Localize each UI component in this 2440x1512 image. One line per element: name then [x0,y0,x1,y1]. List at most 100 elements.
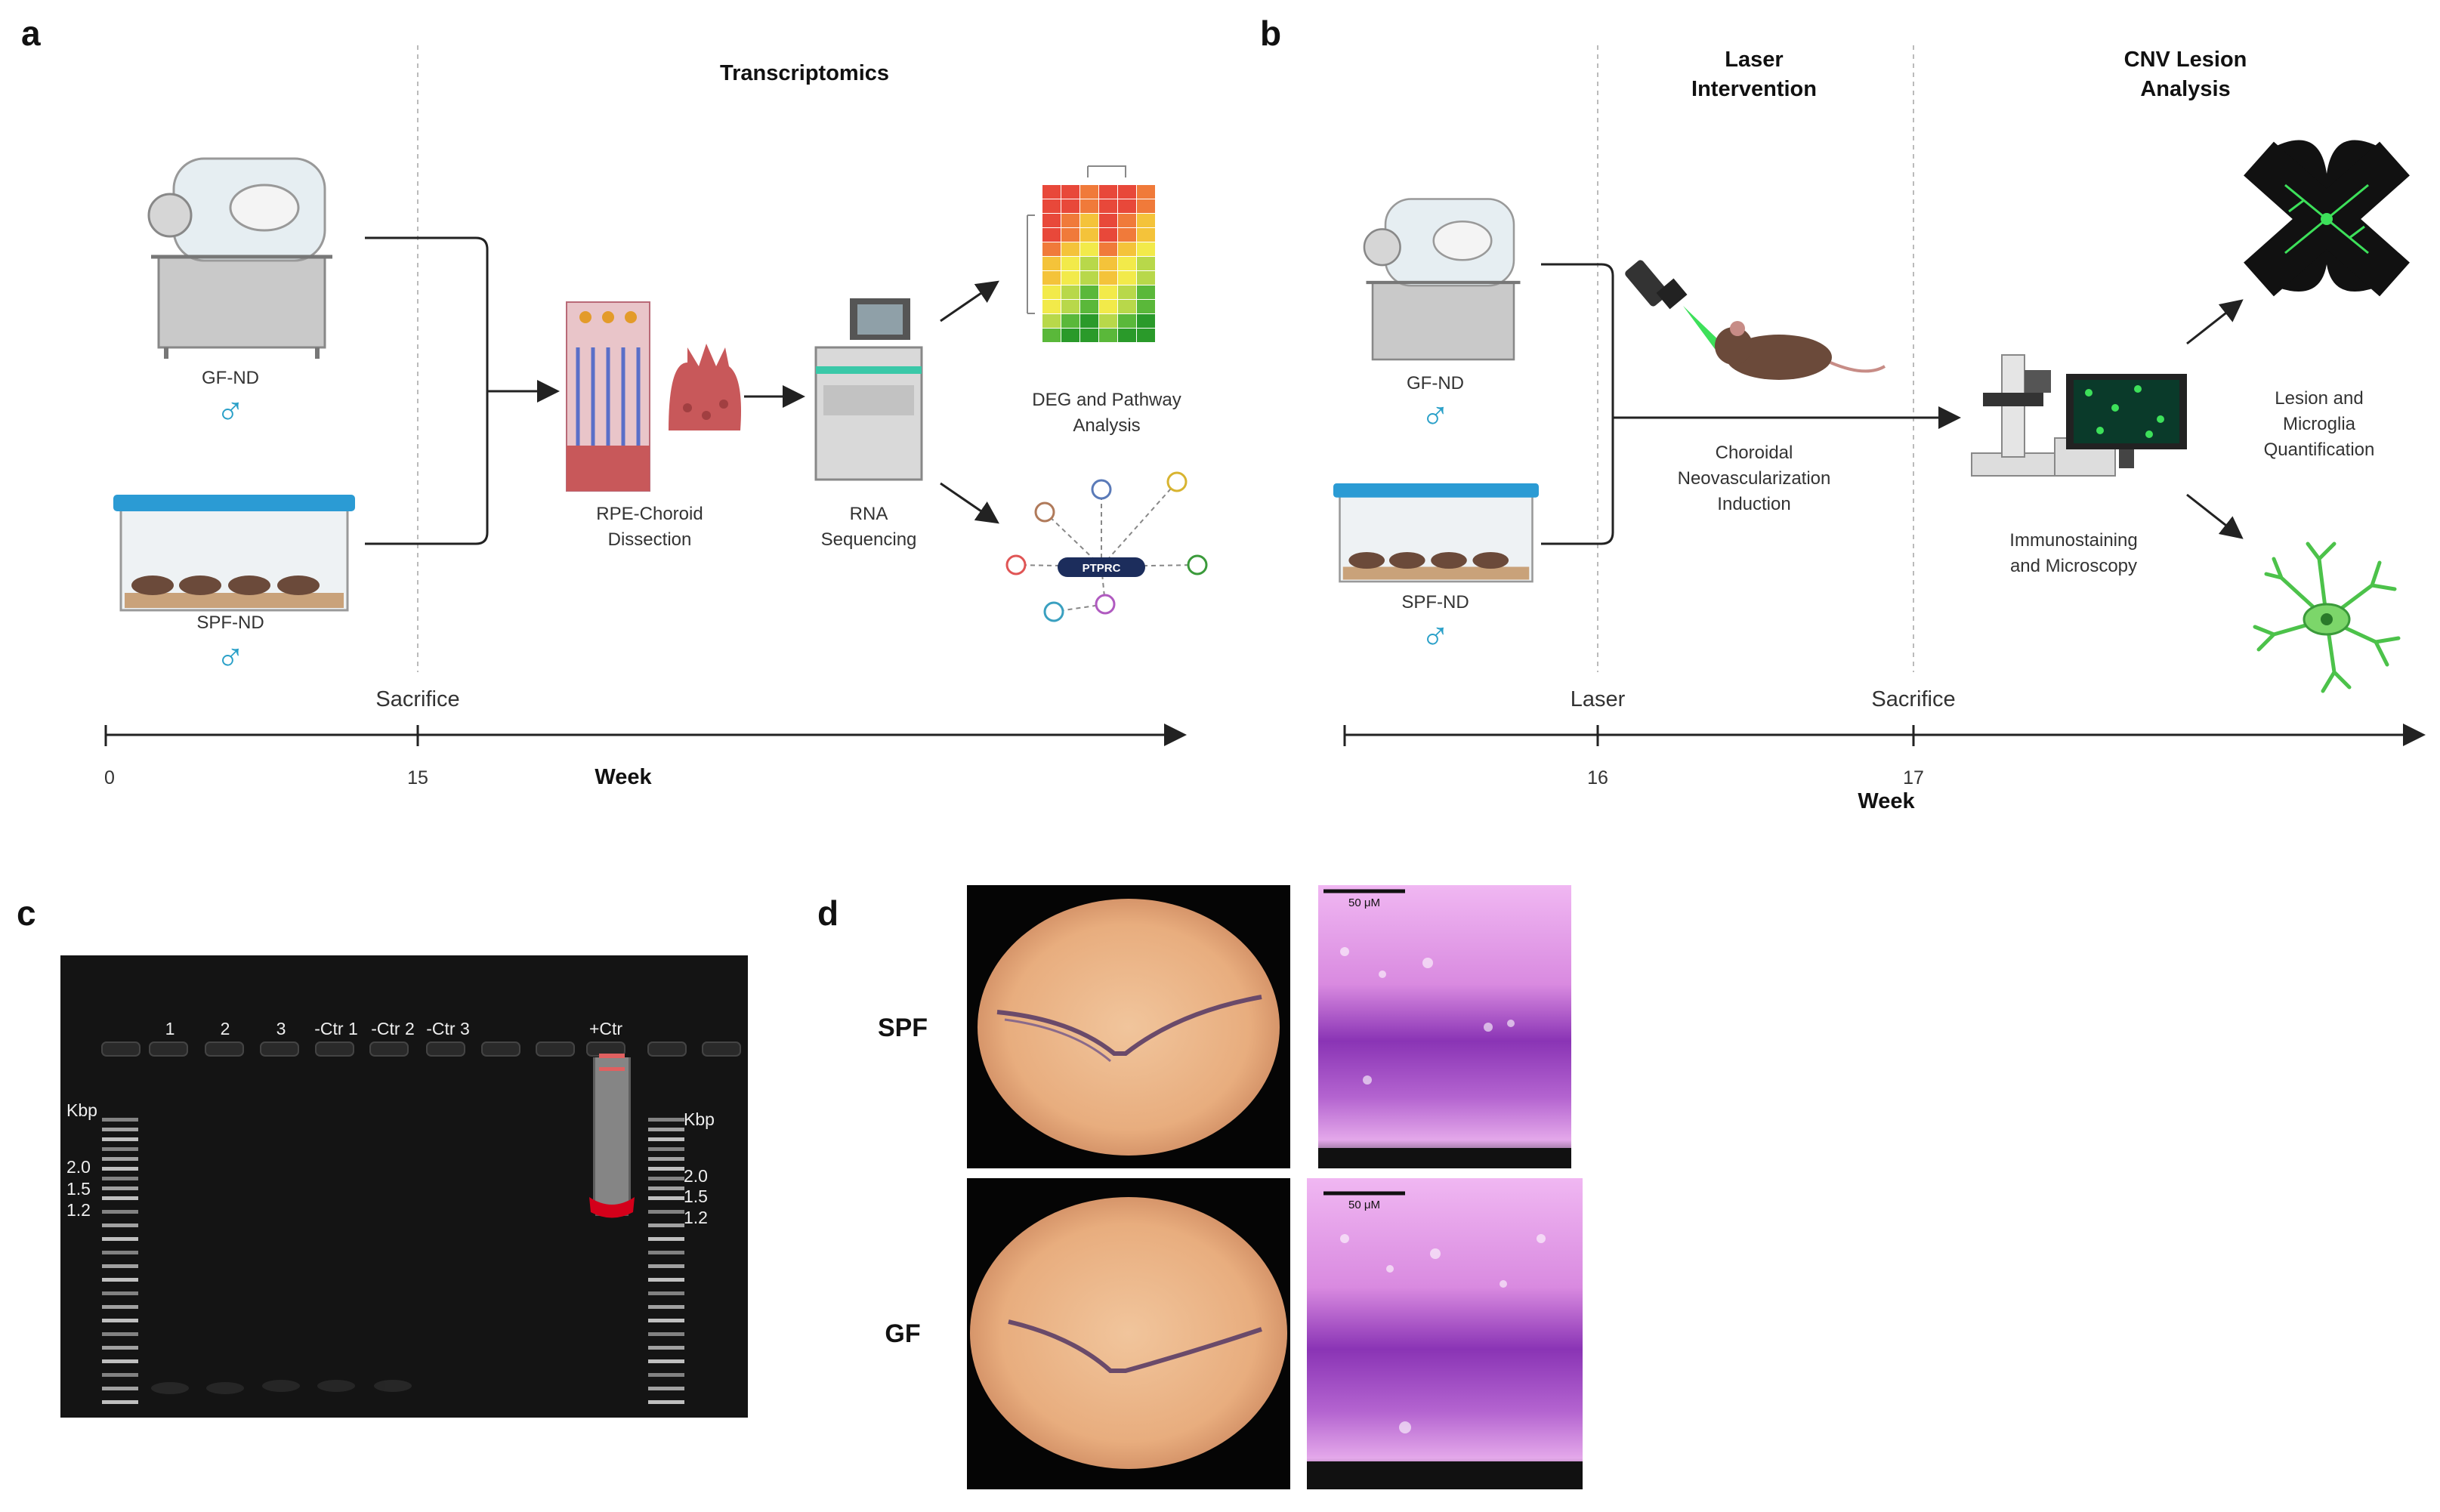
heatmap-cell [1137,199,1155,213]
heatmap-cell [1061,185,1079,199]
spf-he-image: 50 μM [1318,885,1571,1168]
heatmap-cell [1118,314,1136,328]
heatmap-cell [1137,214,1155,227]
lane-label-pos-ctr: +Ctr [589,1019,622,1038]
heatmap-cell [1042,285,1061,299]
heatmap-cell [1118,242,1136,256]
timeline-b-unit: Week [1858,789,1915,813]
ladder-band [648,1359,684,1363]
gel-image [60,955,748,1418]
heatmap-cell [1042,329,1061,342]
heatmap-cell [1061,199,1079,213]
arrow-to-microglia [2186,493,2244,539]
ladder-band [648,1237,684,1241]
ladder-band [648,1157,684,1161]
quant-line2: Microglia [2283,414,2356,434]
timeline-a-label-15: 15 [407,767,428,788]
heatmap-cell [1137,329,1155,342]
lane-label-1: 1 [165,1019,175,1038]
timeline-b-label-17: 17 [1903,767,1924,788]
panel-letter-b: b [1260,14,1281,53]
ladder-band [648,1264,684,1268]
ladder-mark-left-1-5: 1.5 [66,1179,91,1199]
ladder-mark-right-1-2: 1.2 [684,1208,708,1227]
heatmap-cell [1042,271,1061,285]
ladder-band [648,1278,684,1282]
heatmap-cell [1137,271,1155,285]
row-label-gf: GF [885,1319,920,1348]
heatmap-cell [1118,228,1136,242]
ladder-band [102,1291,138,1295]
heatmap-cell [1118,285,1136,299]
positive-control-lane [589,1054,635,1218]
ladder-band [102,1251,138,1254]
ladder-band [102,1332,138,1336]
ladder-band [648,1186,684,1190]
lane-label-neg-ctr2: -Ctr 2 [371,1019,415,1038]
lane-label-neg-ctr1: -Ctr 1 [314,1019,358,1038]
heatmap-cell [1080,199,1098,213]
ladder-band [648,1128,684,1131]
timeline-b-label-16: 16 [1587,767,1608,788]
heatmap-cell [1042,185,1061,199]
heatmap-cell [1080,314,1098,328]
heatmap-cell [1061,257,1079,270]
isolator-icon [147,157,332,359]
gf-lowmag-image [967,1178,1290,1489]
ladder-band [648,1223,684,1227]
ladder-band [648,1167,684,1171]
b-male-symbol-spf: ♂ [1421,615,1450,659]
heatmap-cell [1099,242,1117,256]
mouse-icon [1715,321,1886,380]
lane-label-3: 3 [276,1019,286,1038]
induction-line1: Choroidal [1716,443,1793,463]
induction-line2: Neovascularization [1678,468,1831,489]
ladder-mark-left-2-0: 2.0 [66,1157,91,1177]
ladder-band [102,1264,138,1268]
microscope-icon [1971,354,2187,477]
heatmap-cell [1061,329,1079,342]
ladder-unit-right: Kbp [684,1109,715,1129]
panel-letter-d: d [817,893,839,933]
heatmap-icon [1027,165,1155,342]
ladder-band [102,1387,138,1390]
heatmap-cell [1137,185,1155,199]
network-icon: PTPRC [1005,471,1208,622]
heatmap-cell [1137,242,1155,256]
ladder-band [102,1237,138,1241]
ladder-mark-right-1-5: 1.5 [684,1186,708,1206]
panel-letter-c: c [17,893,36,933]
heatmap-cell [1061,228,1079,242]
ladder-band [648,1305,684,1309]
step-dissection-line2: Dissection [608,529,692,550]
timeline-b-event-laser: Laser [1571,687,1626,711]
heatmap-cell [1118,300,1136,313]
ladder-band [102,1167,138,1171]
ladder-band [648,1251,684,1254]
ladder-lane-right [648,1118,684,1404]
panel-letter-a: a [21,14,41,53]
microscopy-line1: Immunostaining [2009,530,2137,551]
heatmap-cell [1042,257,1061,270]
heatmap-cell [1137,228,1155,242]
panel-d: d SPF GF 50 μM [817,885,1583,1489]
heatmap-cell [1080,228,1098,242]
laser-icon [1625,260,1722,349]
ladder-band [102,1305,138,1309]
ladder-band [648,1400,684,1404]
heatmap-cell [1099,285,1117,299]
flatmount-icon [2244,140,2410,297]
heatmap-cell [1042,300,1061,313]
microscopy-line2: and Microscopy [2010,556,2137,576]
primer-dimer-smear [151,1380,412,1394]
ladder-unit-left: Kbp [66,1100,97,1120]
b-male-symbol-gf: ♂ [1421,394,1450,438]
heatmap-cell [1099,257,1117,270]
heatmap-cell [1061,271,1079,285]
ladder-band [102,1210,138,1214]
scale-bar-label-spf: 50 μM [1348,896,1380,909]
heatmap-cell [1042,228,1061,242]
isolator-icon [1363,198,1521,361]
arrow-to-heatmap [940,280,999,322]
